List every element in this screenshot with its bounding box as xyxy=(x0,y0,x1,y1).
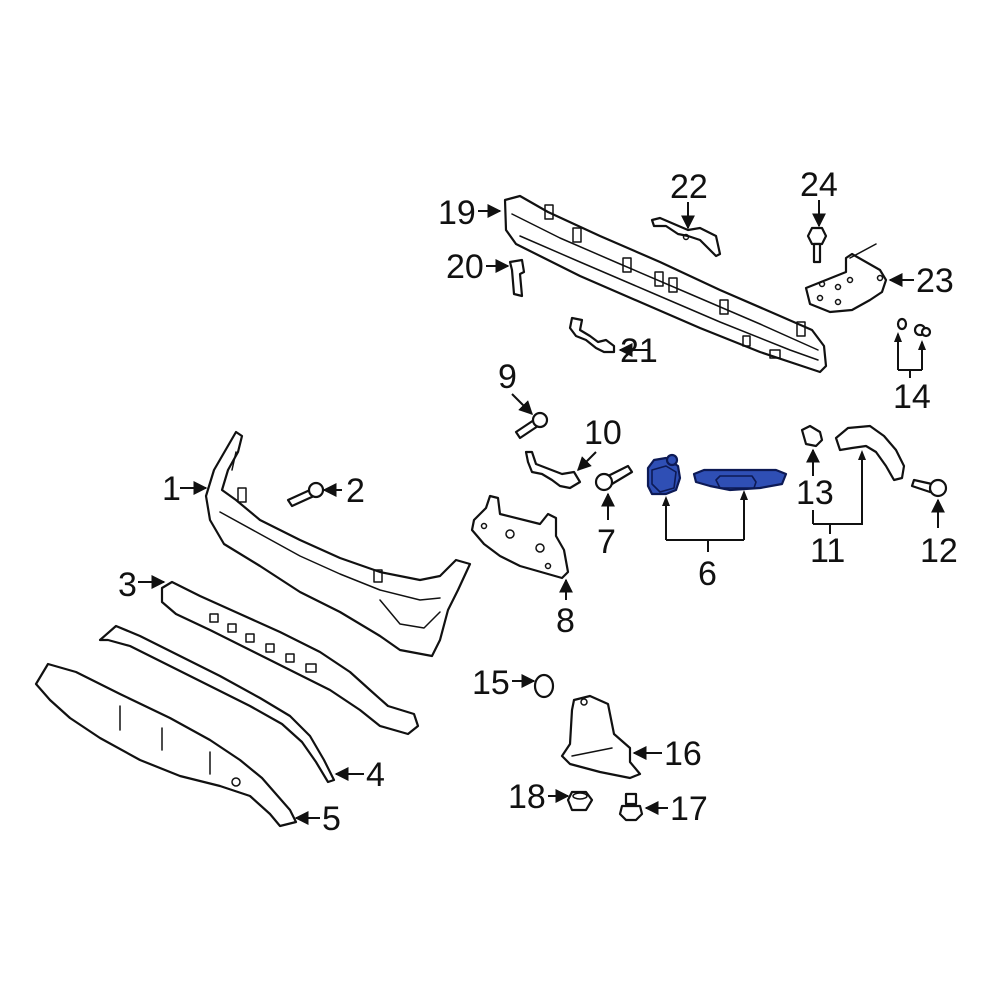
part-21-bracket[interactable] xyxy=(568,316,616,354)
part-11-bracket[interactable] xyxy=(834,424,906,482)
callout-11: 11 xyxy=(810,450,866,570)
part-10-bracket[interactable] xyxy=(524,450,582,490)
callout-9: 9 xyxy=(498,358,533,415)
callout-label-14: 14 xyxy=(893,378,931,416)
part-24-bolt[interactable] xyxy=(806,226,828,264)
callout-label-18: 18 xyxy=(508,778,546,816)
callout-4: 4 xyxy=(334,756,385,794)
callout-6: 6 xyxy=(662,490,748,593)
callout-22: 22 xyxy=(670,168,708,230)
callout-label-15: 15 xyxy=(472,664,510,702)
callout-label-17: 17 xyxy=(670,790,708,828)
part-15-plug[interactable] xyxy=(533,673,555,699)
callout-label-1: 1 xyxy=(162,470,181,508)
callout-label-22: 22 xyxy=(670,168,708,206)
part-12-screw[interactable] xyxy=(910,478,948,498)
part-9-screw[interactable] xyxy=(514,411,549,440)
callout-label-13: 13 xyxy=(796,474,834,512)
part-18-nut[interactable] xyxy=(566,790,594,812)
part-1-bumper-cover[interactable] xyxy=(204,430,472,658)
callout-8: 8 xyxy=(556,578,575,640)
callout-label-10: 10 xyxy=(584,414,622,452)
callout-14: 14 xyxy=(893,332,931,416)
callout-label-2: 2 xyxy=(346,472,365,510)
callout-label-5: 5 xyxy=(322,800,341,838)
callout-label-8: 8 xyxy=(556,602,575,640)
part-17-bolt[interactable] xyxy=(618,792,644,822)
part-16-shield[interactable] xyxy=(560,694,642,780)
callout-label-16: 16 xyxy=(664,735,702,773)
callout-19: 19 xyxy=(438,194,502,232)
part-7-screw[interactable] xyxy=(594,464,634,492)
part-3-lower-grille[interactable] xyxy=(160,580,420,736)
callout-2: 2 xyxy=(322,472,365,510)
callout-label-7: 7 xyxy=(597,523,616,561)
callout-24: 24 xyxy=(800,166,838,228)
callout-label-23: 23 xyxy=(916,262,954,300)
callout-17: 17 xyxy=(644,790,708,828)
callout-18: 18 xyxy=(508,778,570,816)
part-2-screw[interactable] xyxy=(286,481,325,508)
callout-label-4: 4 xyxy=(366,756,385,794)
part-5-skid-plate[interactable] xyxy=(34,662,298,828)
part-13-clip[interactable] xyxy=(800,424,824,448)
callout-label-9: 9 xyxy=(498,358,517,396)
callout-1: 1 xyxy=(162,470,208,508)
part-22-bracket[interactable] xyxy=(650,216,722,258)
part-23-bracket[interactable] xyxy=(804,243,888,314)
callout-12: 12 xyxy=(920,498,958,570)
callout-23: 23 xyxy=(888,262,954,300)
callout-13: 13 xyxy=(796,448,834,512)
callout-label-19: 19 xyxy=(438,194,476,232)
callout-label-20: 20 xyxy=(446,248,484,286)
callout-label-12: 12 xyxy=(920,532,958,570)
callout-3: 3 xyxy=(118,566,166,604)
callout-21: 21 xyxy=(618,332,658,370)
part-6-bracket-highlighted[interactable] xyxy=(646,453,788,496)
callout-7: 7 xyxy=(597,492,616,561)
callout-20: 20 xyxy=(446,248,510,286)
callout-label-3: 3 xyxy=(118,566,137,604)
callout-label-6: 6 xyxy=(698,555,717,593)
callout-16: 16 xyxy=(632,735,702,773)
callout-15: 15 xyxy=(472,664,536,702)
callout-5: 5 xyxy=(294,800,341,838)
part-19-absorber[interactable] xyxy=(503,194,828,374)
part-20-bracket[interactable] xyxy=(508,258,526,298)
part-14-clips[interactable] xyxy=(896,317,932,338)
callout-10: 10 xyxy=(577,414,622,471)
part-8-bracket[interactable] xyxy=(470,494,570,580)
callout-label-24: 24 xyxy=(800,166,838,204)
part-4-molding[interactable] xyxy=(98,624,336,784)
callout-label-11: 11 xyxy=(810,532,845,570)
